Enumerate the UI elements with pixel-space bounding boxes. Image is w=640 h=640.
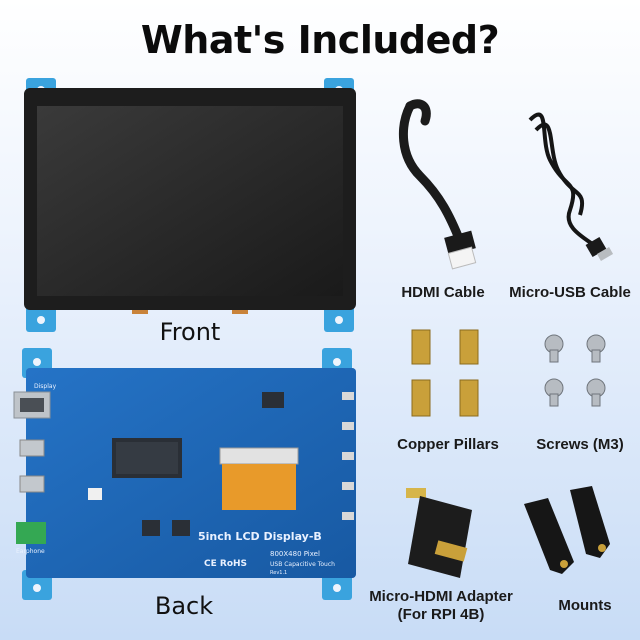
screws-image (544, 334, 606, 407)
back-label: Back (154, 592, 214, 620)
micro-hdmi-adapter-image (406, 488, 472, 578)
copper-pillars-label: Copper Pillars (397, 436, 499, 453)
copper-pillars-image (411, 329, 479, 417)
pcb-resolution: 800X480 Pixel (270, 550, 320, 558)
pcb-rev: Rev1.1 (270, 570, 287, 576)
front-label: Front (159, 318, 221, 346)
page-title: What's Included? (140, 18, 500, 62)
mounts-image (524, 486, 610, 574)
pcb-board-name: 5inch LCD Display-B (198, 530, 322, 543)
hdmi-cable-image (398, 99, 477, 270)
micro-usb-cable-label: Micro-USB Cable (509, 284, 631, 301)
hdmi-cable-label: HDMI Cable (401, 284, 485, 301)
lcd-back-image: Display Earphone 5inch LCD Display-B 800… (13, 348, 356, 600)
micro-hdmi-adapter-label-line1: Micro-HDMI Adapter (369, 588, 513, 605)
mounts-label: Mounts (558, 597, 612, 614)
micro-hdmi-adapter-label-line2: (For RPI 4B) (397, 606, 485, 623)
pcb-touch: USB Capacitive Touch (270, 561, 335, 568)
lcd-front-image (24, 78, 356, 332)
micro-usb-cable-image (528, 112, 614, 261)
screws-label: Screws (M3) (536, 436, 624, 453)
pcb-earphone-text: Earphone (16, 548, 45, 555)
pcb-cert: CE RoHS (204, 559, 247, 569)
pcb-display-text: Display (34, 383, 57, 390)
